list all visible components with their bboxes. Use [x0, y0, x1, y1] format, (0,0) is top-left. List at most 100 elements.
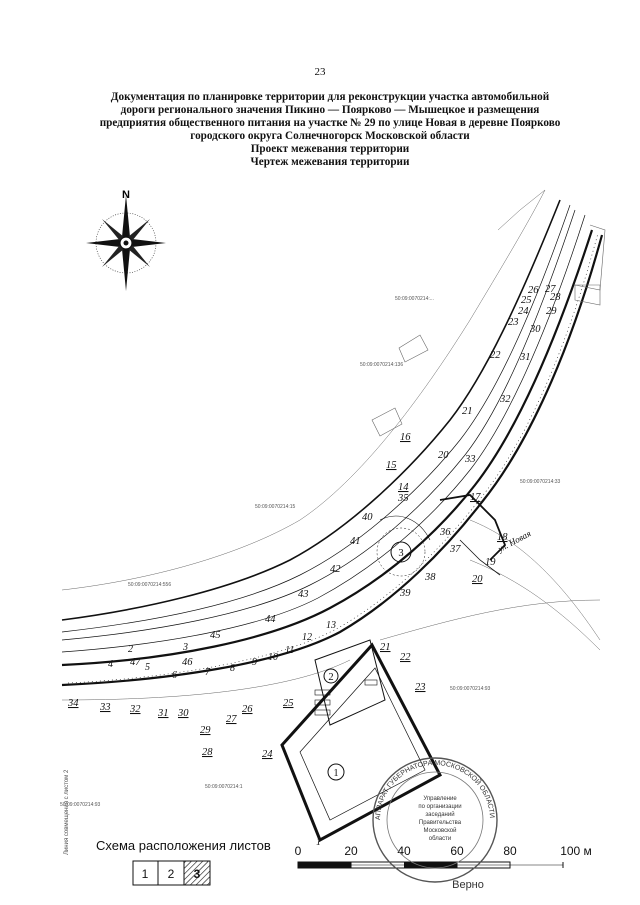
point-4: 4	[108, 659, 113, 670]
background-buildings	[371, 284, 601, 437]
point-42: 42	[330, 564, 341, 575]
title-line-3: предприятия общественного питания на уча…	[99, 117, 561, 129]
point-13: 13	[326, 620, 336, 631]
point-19: 19	[485, 557, 496, 568]
point-36: 36	[439, 527, 451, 538]
upper-chain-labels: 27 28 29 30 31 32 33 22 21 20 23 24 25 2…	[438, 284, 561, 465]
title-line-2: дороги регионального значения Пикино — П…	[120, 104, 540, 116]
point-10: 10	[268, 652, 278, 663]
inner-chain-labels: 35 36 37 38 39 40 41 42 43 44 45 46 47	[130, 493, 461, 668]
north-label: N	[122, 189, 130, 201]
scale-tick-20: 20	[344, 844, 358, 858]
stamp-line-3: заседаний	[425, 811, 454, 818]
point-1: 1	[316, 837, 321, 848]
stamp-line-1: Управление	[423, 796, 457, 802]
point-26-upper: 26	[528, 285, 539, 296]
parcel-2	[314, 639, 386, 726]
sheet-layout-scheme	[132, 860, 211, 886]
point-7: 7	[205, 667, 211, 678]
scale-tick-0: 0	[295, 844, 302, 858]
point-43: 43	[298, 589, 309, 600]
point-22-upper: 22	[490, 350, 501, 361]
point-16: 16	[400, 432, 411, 443]
point-37: 37	[449, 544, 461, 555]
point-32: 32	[129, 704, 141, 715]
verified-label: Верно	[452, 879, 484, 891]
point-20-upper: 20	[438, 450, 449, 461]
point-29-upper: 29	[546, 306, 557, 317]
point-15: 15	[386, 460, 397, 471]
stamp-line-5: Московской	[424, 827, 457, 834]
point-24-upper: 24	[518, 306, 529, 317]
point-34: 34	[67, 698, 79, 709]
point-6: 6	[172, 670, 177, 681]
boundary-point-labels: 1 2 3 4 5 6 7 8 9 10 11 12 13 14 15 16 1…	[67, 432, 508, 848]
sheet-2: 2	[168, 867, 175, 881]
title-line-6: Чертеж межевания территории	[250, 156, 410, 168]
title-line-5: Проект межевания территории	[250, 143, 410, 155]
point-26: 26	[242, 704, 253, 715]
scale-end-label: 100 м	[560, 844, 592, 858]
point-25-upper: 25	[521, 295, 532, 306]
parcel-number-3: 3	[398, 548, 403, 559]
scale-tick-40: 40	[397, 844, 411, 858]
point-28: 28	[202, 747, 213, 758]
title-line-4: городского округа Солнечногорск Московск…	[190, 130, 470, 142]
point-23-upper: 23	[508, 317, 519, 328]
point-21: 21	[380, 642, 391, 653]
point-14: 14	[398, 482, 409, 493]
point-8: 8	[230, 663, 235, 674]
point-11: 11	[285, 645, 294, 656]
stamp-line-4: Правительства	[419, 820, 462, 826]
point-9: 9	[252, 657, 257, 668]
point-30: 30	[177, 708, 189, 719]
point-29: 29	[200, 725, 211, 736]
sheet-1: 1	[142, 867, 149, 881]
point-2: 2	[128, 644, 133, 655]
point-23: 23	[415, 682, 426, 693]
cadastral-label-8: 50:09:0070214:93	[60, 802, 101, 808]
point-41: 41	[350, 536, 361, 547]
scale-bar	[297, 861, 564, 869]
point-47: 47	[130, 657, 141, 668]
point-38: 38	[424, 572, 436, 583]
title-line-1: Документация по планировке территории дл…	[110, 91, 550, 103]
point-46: 46	[182, 657, 193, 668]
point-12: 12	[302, 632, 312, 643]
point-31: 31	[157, 708, 169, 719]
point-33: 33	[99, 702, 111, 713]
cadastral-label-1: 50:09:0070214:...	[395, 296, 434, 302]
point-21-upper: 21	[462, 406, 473, 417]
point-25: 25	[283, 698, 294, 709]
stamp-line-6: области	[429, 836, 451, 842]
cadastral-label-6: 50:09:0070214:93	[450, 686, 491, 692]
point-3: 3	[182, 642, 188, 653]
parcel-number-2: 2	[328, 672, 333, 683]
scale-tick-80: 80	[503, 844, 517, 858]
cadastral-label-7: 50:09:0070214:1	[205, 784, 243, 790]
north-arrow-icon	[86, 195, 166, 291]
point-31-upper: 31	[519, 352, 531, 363]
point-22: 22	[400, 652, 411, 663]
parcel-1	[280, 642, 443, 843]
scale-tick-60: 60	[450, 844, 464, 858]
point-32-upper: 32	[499, 394, 511, 405]
point-20: 20	[472, 574, 483, 585]
point-28-upper: 28	[550, 292, 561, 303]
point-35: 35	[397, 493, 409, 504]
stamp-line-2: по организации	[418, 804, 461, 810]
point-39: 39	[399, 588, 411, 599]
point-27-upper: 27	[545, 284, 556, 295]
point-24: 24	[262, 749, 273, 760]
legend-title: Схема расположения листов	[96, 838, 271, 853]
page-number: 23	[314, 66, 326, 78]
cadastral-label-2: 50:09:0070214:136	[360, 362, 403, 368]
parcel-number-1: 1	[333, 768, 338, 779]
point-27: 27	[226, 714, 237, 725]
point-17: 17	[470, 492, 481, 503]
point-33-upper: 33	[464, 454, 476, 465]
sheet-junction-label: Линия совмещения с листом 2	[64, 769, 70, 855]
point-40: 40	[362, 512, 373, 523]
cadastral-label-3: 50:09:0070214:15	[255, 504, 296, 510]
